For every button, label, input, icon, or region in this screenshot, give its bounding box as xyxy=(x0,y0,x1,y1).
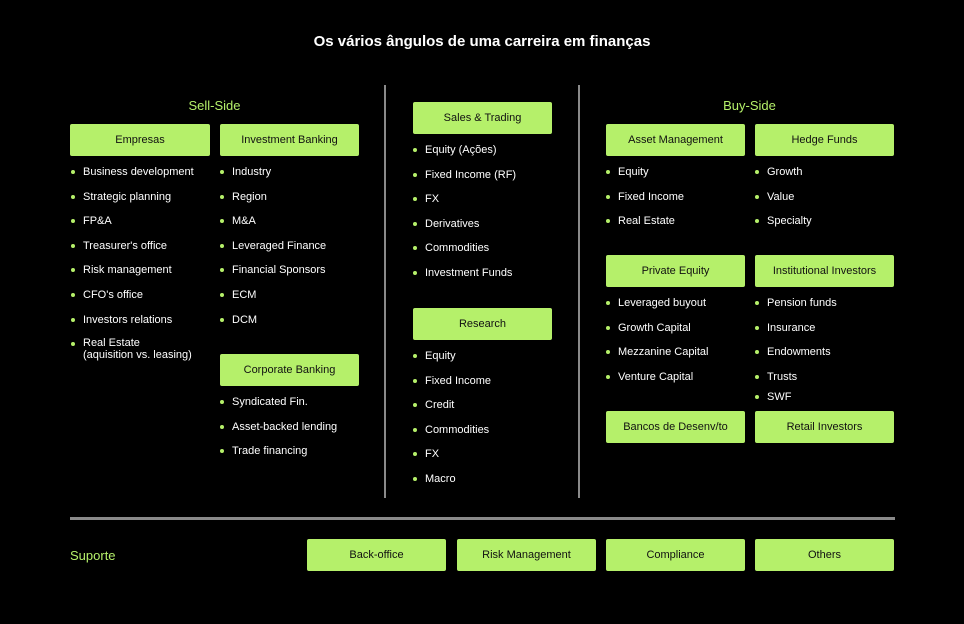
suporte-label: Suporte xyxy=(70,548,116,563)
compliance-box: Compliance xyxy=(606,539,745,571)
others-box: Others xyxy=(755,539,894,571)
horizontal-divider xyxy=(70,517,895,520)
back-office-box: Back-office xyxy=(307,539,446,571)
list-item: Pension funds xyxy=(754,296,837,321)
list-item: Region xyxy=(219,190,326,215)
list-item: SWF xyxy=(754,390,837,415)
list-item: Endowments xyxy=(754,345,837,370)
sales-trading-box: Sales & Trading xyxy=(413,102,552,134)
list-item: Strategic planning xyxy=(70,190,213,215)
list-item-real-estate: Real Estate (aquisition vs. leasing) xyxy=(70,337,213,361)
list-item: Commodities xyxy=(412,423,491,448)
list-item: Real Estate xyxy=(605,214,684,239)
real-estate-line2: (aquisition vs. leasing) xyxy=(83,349,192,362)
list-item: FP&A xyxy=(70,214,213,239)
list-item: CFO's office xyxy=(70,288,213,313)
list-item: Industry xyxy=(219,165,326,190)
bancos-desenv-box: Bancos de Desenv/to xyxy=(606,411,745,443)
list-item: Risk management xyxy=(70,263,213,288)
divider-left xyxy=(384,85,386,498)
list-item: Equity xyxy=(412,349,491,374)
corporate-banking-list: Syndicated Fin. Asset-backed lending Tra… xyxy=(219,395,337,469)
hedge-funds-list: Growth Value Specialty xyxy=(754,165,812,239)
list-item: Leveraged Finance xyxy=(219,239,326,264)
list-item: Macro xyxy=(412,472,491,497)
list-item: Investors relations xyxy=(70,313,213,338)
list-item: Trusts xyxy=(754,370,837,390)
list-item: Growth xyxy=(754,165,812,190)
list-item: Venture Capital xyxy=(605,370,709,395)
list-item: Commodities xyxy=(412,241,516,266)
list-item: M&A xyxy=(219,214,326,239)
diagram-title: Os vários ângulos de uma carreira em fin… xyxy=(313,33,651,50)
buy-side-heading: Buy-Side xyxy=(723,98,776,113)
sell-side-heading: Sell-Side xyxy=(188,98,241,113)
research-list: Equity Fixed Income Credit Commodities F… xyxy=(412,349,491,497)
list-item: FX xyxy=(412,447,491,472)
list-item: Investment Funds xyxy=(412,266,516,291)
list-item: Growth Capital xyxy=(605,321,709,346)
hedge-funds-box: Hedge Funds xyxy=(755,124,894,156)
list-item: Asset-backed lending xyxy=(219,420,337,445)
list-item: Financial Sponsors xyxy=(219,263,326,288)
retail-investors-box: Retail Investors xyxy=(755,411,894,443)
real-estate-line1: Real Estate xyxy=(83,337,140,350)
list-item: Syndicated Fin. xyxy=(219,395,337,420)
asset-management-box: Asset Management xyxy=(606,124,745,156)
list-item: Insurance xyxy=(754,321,837,346)
corporate-banking-box: Corporate Banking xyxy=(220,354,359,386)
list-item: Derivatives xyxy=(412,217,516,242)
list-item: Fixed Income xyxy=(412,374,491,399)
list-item: Value xyxy=(754,190,812,215)
divider-right xyxy=(578,85,580,498)
list-item: Equity (Ações) xyxy=(412,143,516,168)
research-box: Research xyxy=(413,308,552,340)
risk-management-box: Risk Management xyxy=(457,539,596,571)
investment-banking-box: Investment Banking xyxy=(220,124,359,156)
list-item: Trade financing xyxy=(219,444,337,469)
list-item: FX xyxy=(412,192,516,217)
investment-banking-list: Industry Region M&A Leveraged Finance Fi… xyxy=(219,165,326,337)
list-item: Fixed Income (RF) xyxy=(412,168,516,193)
list-item: ECM xyxy=(219,288,326,313)
list-item: Equity xyxy=(605,165,684,190)
sales-trading-list: Equity (Ações) Fixed Income (RF) FX Deri… xyxy=(412,143,516,291)
list-item: DCM xyxy=(219,313,326,338)
list-item: Credit xyxy=(412,398,491,423)
institutional-investors-box: Institutional Investors xyxy=(755,255,894,287)
empresas-box: Empresas xyxy=(70,124,210,156)
private-equity-list: Leveraged buyout Growth Capital Mezzanin… xyxy=(605,296,709,394)
list-item: Mezzanine Capital xyxy=(605,345,709,370)
list-item: Specialty xyxy=(754,214,812,239)
asset-management-list: Equity Fixed Income Real Estate xyxy=(605,165,684,239)
private-equity-box: Private Equity xyxy=(606,255,745,287)
list-item: Business development xyxy=(70,165,213,190)
empresas-list: Business development Strategic planning … xyxy=(70,165,213,361)
list-item: Leveraged buyout xyxy=(605,296,709,321)
list-item: Fixed Income xyxy=(605,190,684,215)
list-item: Treasurer's office xyxy=(70,239,213,264)
institutional-investors-list: Pension funds Insurance Endowments Trust… xyxy=(754,296,837,414)
